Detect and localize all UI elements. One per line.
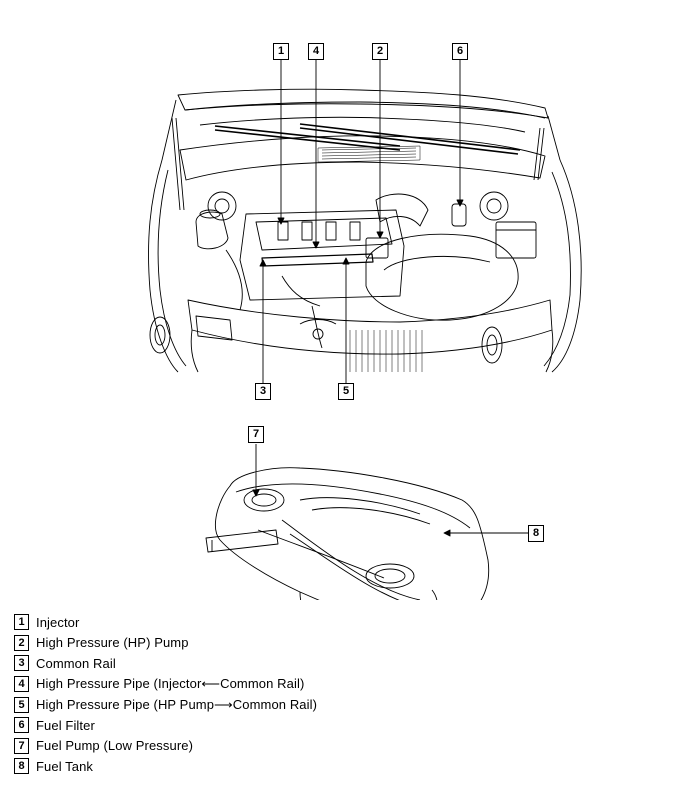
- fender-right: [551, 159, 582, 373]
- hood-lower-edge: [184, 101, 546, 119]
- legend-item-1: 1 Injector: [14, 612, 434, 633]
- legend-number: 8: [14, 758, 29, 775]
- legend-item-6: 6 Fuel Filter: [14, 715, 434, 736]
- wiper-left: [214, 125, 401, 151]
- battery: [495, 221, 537, 259]
- fuel-tank-outline: [215, 467, 490, 600]
- engine-block: [239, 209, 405, 301]
- legend-label: Injector: [36, 614, 80, 630]
- callout-3: 3: [255, 383, 271, 400]
- legend-label: High Pressure Pipe (Injector⟵Common Rail…: [36, 676, 305, 692]
- fuel-filter: [451, 203, 467, 227]
- diagram-figure: 1 4 2 6 3 5 7 8: [148, 43, 582, 600]
- hood-outline: [177, 88, 549, 119]
- headlight-right: [481, 326, 503, 364]
- legend-item-5: 5 High Pressure Pipe (HP Pump⟶Common Rai…: [14, 694, 434, 715]
- coolant-reservoir: [195, 211, 229, 250]
- engine-bay-drawing: [148, 58, 582, 600]
- callout-6: 6: [452, 43, 468, 60]
- hp-pump: [365, 237, 389, 259]
- legend-label: Fuel Pump (Low Pressure): [36, 738, 194, 754]
- hood-strut-left: [171, 117, 185, 211]
- callout-5: 5: [338, 383, 354, 400]
- legend: 1 Injector 2 High Pressure (HP) Pump 3 C…: [14, 612, 434, 777]
- legend-number: 7: [14, 737, 29, 754]
- legend-item-2: 2 High Pressure (HP) Pump: [14, 633, 434, 654]
- legend-label: High Pressure (HP) Pump: [36, 635, 189, 651]
- legend-label: High Pressure Pipe (HP Pump⟶Common Rail): [36, 696, 318, 712]
- injectors: [277, 221, 361, 241]
- wiper-right: [299, 123, 521, 155]
- callout-2: 2: [372, 43, 388, 60]
- strut-tower-right: [479, 191, 509, 221]
- legend-item-8: 8 Fuel Tank: [14, 756, 434, 777]
- legend-number: 4: [14, 676, 29, 693]
- legend-number: 6: [14, 717, 29, 734]
- intake-duct: [375, 193, 429, 227]
- cowl: [179, 135, 546, 181]
- fender-left: [148, 159, 179, 373]
- headlight-left: [149, 316, 171, 354]
- legend-label: Common Rail: [36, 655, 116, 671]
- legend-item-7: 7 Fuel Pump (Low Pressure): [14, 736, 434, 757]
- legend-item-3: 3 Common Rail: [14, 653, 434, 674]
- filler-neck: [205, 529, 279, 553]
- legend-label: Fuel Tank: [36, 758, 94, 774]
- callout-4: 4: [308, 43, 324, 60]
- legend-number: 3: [14, 655, 29, 672]
- legend-number: 2: [14, 634, 29, 651]
- callout-8: 8: [528, 525, 544, 542]
- sender-ring: [365, 563, 415, 589]
- legend-item-4: 4 High Pressure Pipe (Injector⟵Common Ra…: [14, 674, 434, 695]
- air-cleaner: [365, 233, 519, 321]
- callout-1: 1: [273, 43, 289, 60]
- legend-number: 1: [14, 614, 29, 631]
- legend-number: 5: [14, 696, 29, 713]
- strut-tower-left: [207, 191, 237, 221]
- legend-label: Fuel Filter: [36, 717, 95, 733]
- pump-module: [243, 488, 285, 512]
- common-rail: [261, 253, 374, 267]
- callout-7: 7: [248, 426, 264, 443]
